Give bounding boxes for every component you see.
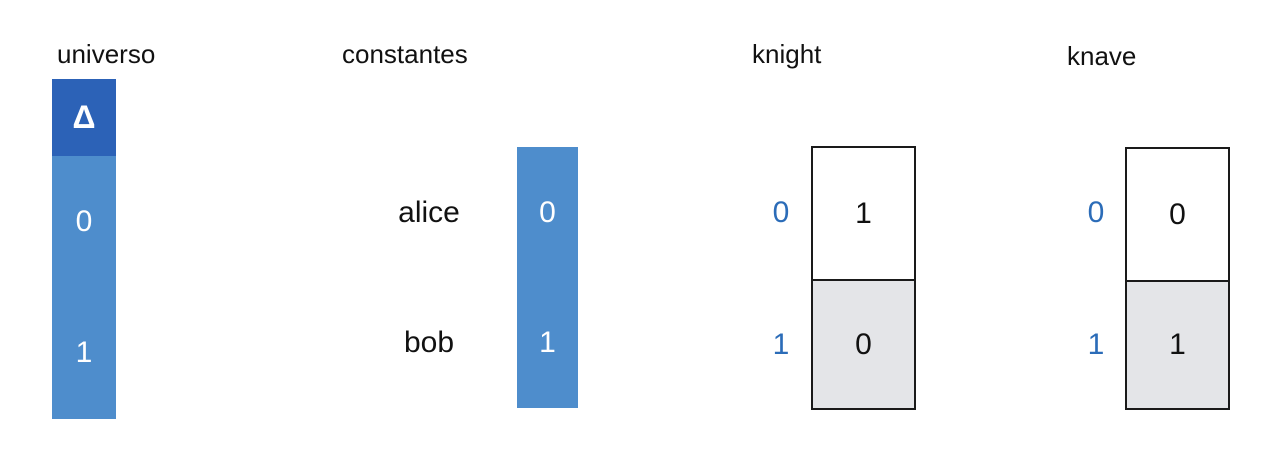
knave-index-1: 1 (1087, 328, 1105, 361)
knight-table: 1 0 (811, 146, 916, 410)
constantes-column: 0 1 (517, 147, 578, 408)
knight-index-0: 0 (772, 196, 790, 229)
knave-table: 0 1 (1125, 147, 1230, 410)
universo-title: universo (57, 39, 156, 69)
universo-value-cell-1: 1 (52, 287, 116, 419)
knave-index-0: 0 (1087, 196, 1105, 229)
universo-header-cell: Δ (52, 79, 116, 156)
knight-title: knight (752, 39, 822, 69)
knight-cell-1: 0 (813, 279, 914, 408)
universo-value-0: 0 (75, 204, 93, 238)
constant-value-1: 1 (539, 326, 556, 359)
universo-value-1: 1 (75, 336, 93, 369)
constant-name-alice: alice (398, 196, 460, 229)
universo-column: Δ 0 1 (52, 79, 116, 419)
constant-value-cell-0: 0 (517, 147, 578, 278)
knight-cell-0: 1 (813, 148, 914, 279)
knave-cell-0: 0 (1127, 149, 1228, 280)
constant-value-cell-1: 1 (517, 278, 578, 408)
knave-value-0: 0 (1169, 197, 1186, 231)
knave-value-1: 1 (1169, 328, 1186, 361)
delta-symbol: Δ (72, 99, 96, 135)
knight-index-1: 1 (772, 328, 790, 361)
knight-value-0: 1 (855, 196, 872, 230)
universo-value-cell-0: 0 (52, 156, 116, 287)
constant-name-bob: bob (403, 326, 455, 359)
knight-value-1: 0 (855, 327, 872, 361)
constant-value-0: 0 (539, 195, 556, 229)
knave-title: knave (1067, 41, 1137, 71)
constantes-title: constantes (342, 39, 468, 69)
knave-cell-1: 1 (1127, 280, 1228, 408)
